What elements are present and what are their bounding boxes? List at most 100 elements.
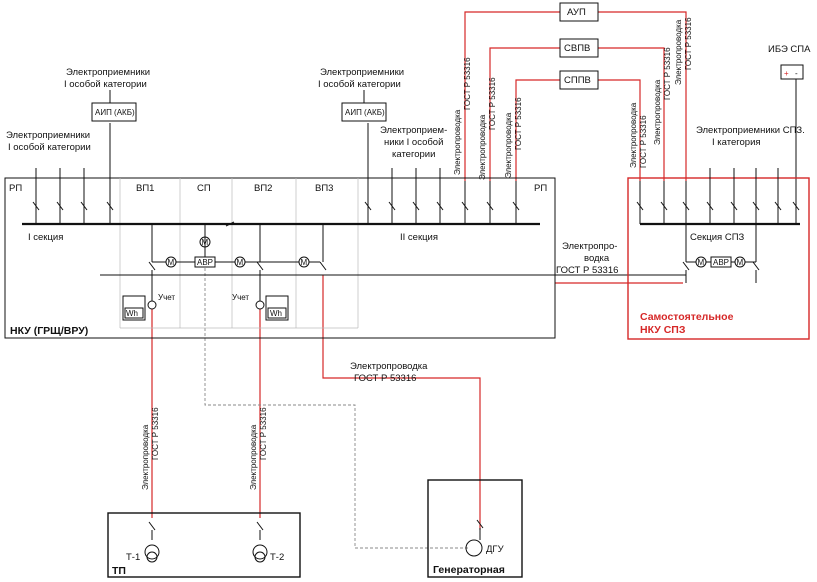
- vp3-label: ВП3: [315, 183, 333, 194]
- wiring-spz-2: водка: [584, 253, 610, 264]
- vertical-wiring-labels: Электропроводка ГОСТ Р 53316 Электропров…: [141, 17, 693, 490]
- feeders-left: [32, 123, 114, 224]
- tp-title: ТП: [112, 565, 126, 577]
- consumers-upmid-2: I особой категории: [318, 79, 401, 90]
- vp2-label: ВП2: [254, 183, 272, 194]
- avr-box-spz: [710, 256, 732, 268]
- motor-spz-2: [734, 256, 746, 268]
- svg-text:АВР: АВР: [713, 258, 729, 267]
- wire-dgu: [322, 275, 481, 530]
- aip-label-mid: АИП (АКБ): [345, 108, 385, 117]
- dgu-generator: [465, 519, 484, 557]
- rp-right-label: РП: [534, 183, 547, 194]
- avr-box-main: [194, 256, 216, 268]
- consumers-mid-3: категории: [392, 149, 435, 160]
- transformer-t2: [252, 521, 268, 563]
- wire-sppv-right: [598, 79, 641, 181]
- consumers-mid-1: Электроприем-: [380, 125, 447, 136]
- svg-text:Электропроводка: Электропроводка: [453, 109, 462, 175]
- wire-svpv-right: [598, 47, 665, 181]
- section-spz-label: Секция СПЗ: [690, 232, 745, 243]
- nku-spz-enclosure: [627, 177, 810, 340]
- consumers-spz-2: I категория: [712, 137, 761, 148]
- svg-text:М: М: [698, 258, 705, 267]
- svpv-label: СВПВ: [564, 43, 590, 54]
- wiring-spz-1: Электропро-: [562, 241, 617, 252]
- nku-spz-title-1: Самостоятельное: [640, 311, 734, 323]
- wire-aup-left: [464, 11, 560, 181]
- svg-text:ГОСТ Р 53316: ГОСТ Р 53316: [514, 97, 523, 150]
- consumers-upmid-1: Электроприемники: [320, 67, 404, 78]
- svg-text:Wh: Wh: [270, 309, 282, 318]
- svg-text:ГОСТ Р 53316: ГОСТ Р 53316: [259, 407, 268, 460]
- consumers-mid-2: ники I особой: [384, 137, 443, 148]
- motor-vp3: [298, 256, 310, 268]
- svg-text:Электропроводка: Электропроводка: [653, 79, 662, 145]
- nku-title: НКУ (ГРЩ/ВРУ): [10, 325, 88, 337]
- svg-text:М: М: [168, 258, 175, 267]
- wire-svpv-left: [489, 47, 560, 181]
- vp1-label: ВП1: [136, 183, 154, 194]
- section-1-label: I секция: [28, 232, 63, 243]
- t2-label: Т-2: [270, 552, 284, 563]
- aup-label: АУП: [567, 7, 586, 18]
- fire-resistant-wiring: [151, 11, 687, 530]
- wiring-spz-3: ГОСТ Р 53316: [556, 265, 618, 276]
- svg-text:М: М: [301, 258, 308, 267]
- consumers-left-1: Электроприемники: [6, 130, 90, 141]
- svg-text:ГОСТ Р 53316: ГОСТ Р 53316: [488, 77, 497, 130]
- svg-text:М: М: [237, 258, 244, 267]
- motor-spz-1: [695, 256, 707, 268]
- nku-enclosure: [4, 177, 556, 339]
- svg-text:Учет: Учет: [158, 293, 175, 302]
- aip-box-left: [91, 102, 137, 122]
- wire-aup-right: [598, 11, 687, 181]
- wiring-dgu-2: ГОСТ Р 53316: [354, 373, 416, 384]
- ibe-spa-box: [780, 64, 804, 80]
- svg-text:Учет: Учет: [232, 293, 249, 302]
- motor-sp: [199, 236, 211, 248]
- svg-text:Электропроводка: Электропроводка: [629, 102, 638, 168]
- consumers-left-2: I особой категории: [8, 142, 91, 153]
- sp-label: СП: [197, 183, 211, 194]
- aip-label-left: АИП (АКБ): [95, 108, 135, 117]
- svg-text:Электропроводка: Электропроводка: [478, 114, 487, 180]
- control-link-dashed: [204, 268, 468, 549]
- avr-label-main: АВР: [197, 258, 213, 267]
- generator-room-enclosure: [427, 479, 523, 578]
- wiring-dgu-1: Электропроводка: [350, 361, 428, 372]
- consumers-spz-1: Электроприемники СПЗ.: [696, 125, 805, 136]
- svg-text:-: -: [795, 69, 798, 78]
- svg-text:Электропроводка: Электропроводка: [249, 424, 258, 490]
- consumers-upleft-1: Электроприемники: [66, 67, 150, 78]
- svg-text:ГОСТ Р 53316: ГОСТ Р 53316: [463, 57, 472, 110]
- motor-vp1: [165, 256, 177, 268]
- svg-text:М: М: [737, 258, 744, 267]
- section-2-label: II секция: [400, 232, 438, 243]
- svg-text:М: М: [202, 238, 209, 247]
- svg-text:ГОСТ Р 53316: ГОСТ Р 53316: [151, 407, 160, 460]
- panel-grid: [119, 178, 359, 329]
- svg-text:+: +: [784, 69, 789, 78]
- metering-vp1: Wh Учет: [122, 293, 175, 321]
- dgu-label: ДГУ: [486, 544, 505, 555]
- svg-text:Электропроводка: Электропроводка: [141, 424, 150, 490]
- svg-text:Электропроводка: Электропроводка: [674, 19, 683, 85]
- motor-drives: М М М М: [165, 236, 310, 268]
- aup-box: [559, 2, 599, 22]
- wire-sppv-left: [515, 79, 560, 181]
- sppv-box: [559, 70, 599, 90]
- nku-spz-title-2: НКУ СПЗ: [640, 324, 686, 336]
- svg-text:ГОСТ Р 53316: ГОСТ Р 53316: [684, 17, 693, 70]
- tp-enclosure: [107, 512, 301, 578]
- rp-left-label: РП: [9, 183, 22, 194]
- feeders-mid: [364, 123, 520, 224]
- transformer-t1: [144, 521, 160, 563]
- svg-text:Wh: Wh: [126, 309, 138, 318]
- t1-label: Т-1: [126, 552, 140, 563]
- consumers-upleft-2: I особой категории: [64, 79, 147, 90]
- motor-vp2: [234, 256, 246, 268]
- metering-vp2: Wh Учет: [232, 293, 289, 321]
- svg-text:Электропроводка: Электропроводка: [504, 112, 513, 178]
